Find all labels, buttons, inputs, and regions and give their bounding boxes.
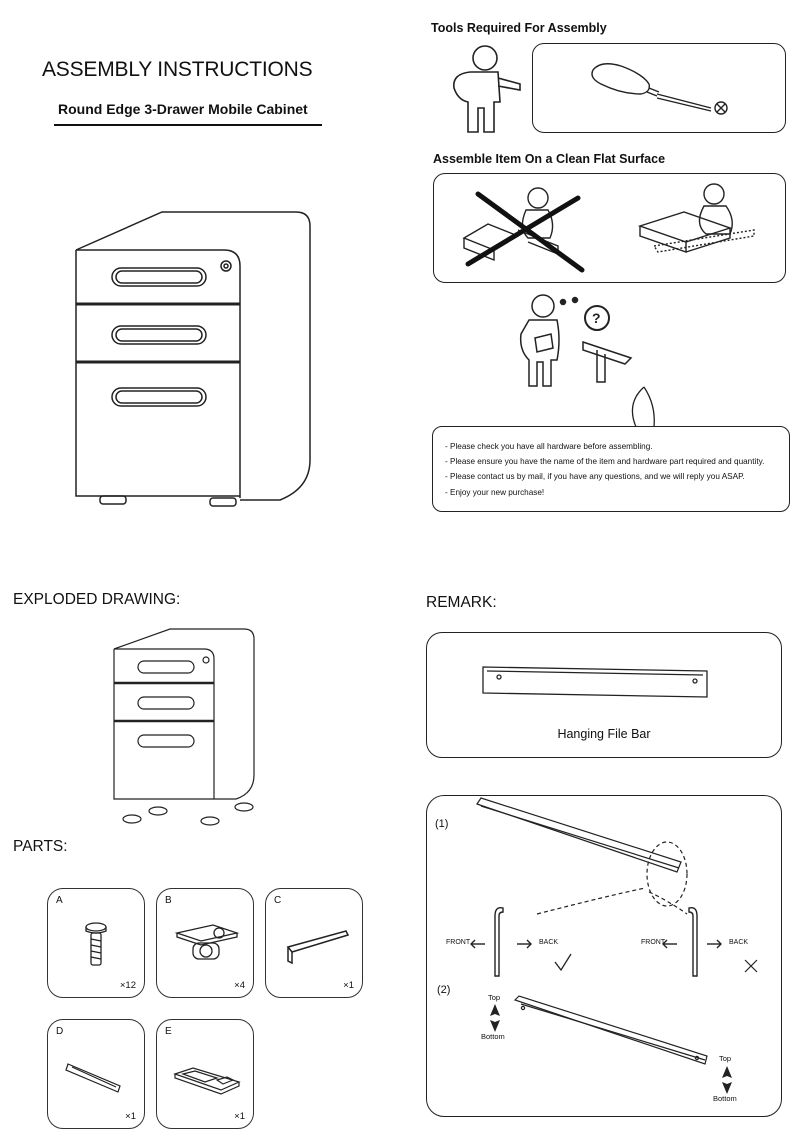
hanging-file-bar-icon: [482, 666, 708, 698]
top-label: Top: [488, 993, 501, 1002]
back-label: BACK: [539, 939, 559, 946]
note-line: - Enjoy your new purchase!: [445, 487, 545, 497]
cabinet-illustration: [75, 211, 311, 507]
screwdriver-icon: [591, 63, 728, 115]
note-line: - Please contact us by mail, if you have…: [445, 472, 745, 482]
person-pointing-icon: [453, 45, 521, 133]
hanging-bar-icon: [65, 1063, 121, 1093]
part-card: C ×1: [265, 888, 363, 998]
tools-panel: [532, 43, 786, 133]
front-label: FRONT: [446, 939, 471, 946]
surface-heading: Assemble Item On a Clean Flat Surface: [433, 152, 666, 166]
part-label: B: [165, 895, 172, 906]
person-reading-manual-icon: ?: [519, 294, 633, 387]
up-down-arrow-icon: [722, 1066, 732, 1094]
remark-heading: REMARK:: [426, 594, 497, 611]
part-card: D ×1: [47, 1019, 145, 1129]
part-card: A ×12: [47, 888, 145, 998]
part-card: E ×1: [156, 1019, 254, 1129]
hex-key-icon: [286, 930, 350, 965]
hanging-bar-label: Hanging File Bar: [557, 727, 651, 741]
back-label: BACK: [729, 939, 749, 946]
notes-box: - Please check you have all hardware bef…: [432, 426, 790, 512]
surface-panel: [433, 173, 786, 283]
bottom-label: Bottom: [481, 1032, 505, 1041]
tools-heading: Tools Required For Assembly: [431, 21, 607, 35]
front-label: FRONT: [641, 939, 666, 946]
part-quantity: ×1: [343, 980, 354, 991]
exploded-heading: EXPLODED DRAWING:: [13, 591, 181, 608]
screw-icon: [85, 922, 107, 966]
step-2-label: (2): [437, 984, 451, 996]
exploded-cabinet-illustration: [113, 628, 255, 826]
pencil-tray-icon: [173, 1067, 241, 1095]
title-underline: [54, 124, 322, 126]
caster-wheel-icon: [174, 924, 240, 960]
part-label: D: [56, 1026, 64, 1037]
top-label: Top: [719, 1054, 732, 1063]
part-quantity: ×12: [119, 980, 136, 991]
part-quantity: ×4: [234, 980, 245, 991]
page-title: ASSEMBLY INSTRUCTIONS: [42, 58, 313, 81]
note-line: - Please check you have all hardware bef…: [445, 442, 653, 451]
speech-pointer: [631, 386, 655, 428]
part-label: A: [56, 895, 63, 906]
check-icon: [554, 953, 572, 972]
up-down-arrow-icon: [490, 1004, 500, 1032]
svg-text:?: ?: [592, 310, 601, 326]
part-label: C: [274, 895, 282, 906]
part-label: E: [165, 1026, 172, 1037]
note-line: - Please ensure you have the name of the…: [445, 457, 765, 467]
part-quantity: ×1: [234, 1111, 245, 1122]
part-quantity: ×1: [125, 1111, 136, 1122]
parts-heading: PARTS:: [13, 838, 68, 855]
part-card: B ×4: [156, 888, 254, 998]
correct-surface-icon: [637, 183, 755, 253]
hanging-bar-panel: Hanging File Bar: [426, 632, 782, 758]
product-name: Round Edge 3-Drawer Mobile Cabinet: [58, 101, 308, 117]
cross-icon: [744, 959, 758, 973]
bottom-label: Bottom: [713, 1094, 737, 1103]
step-1-label: (1): [435, 818, 449, 830]
bar-orientation-illustration: [513, 995, 708, 1065]
correct-hook-diagram: [470, 906, 532, 977]
orientation-panel: (1) FRONT BACK FRONT BACK: [426, 795, 782, 1117]
wrong-surface-icon: [462, 187, 585, 273]
incorrect-hook-diagram: [662, 906, 722, 977]
bar-angled-illustration: [476, 797, 688, 915]
